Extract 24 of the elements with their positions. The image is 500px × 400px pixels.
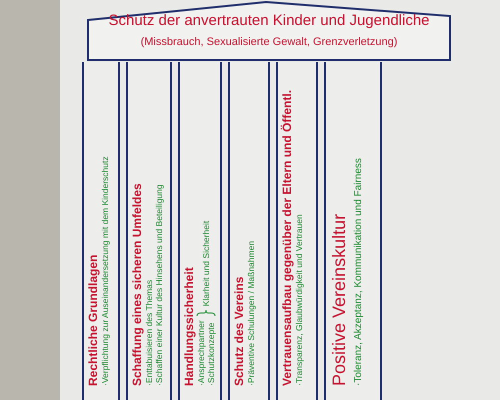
pillar-heading: Handlungssicherheit — [182, 267, 196, 386]
roof-title: Schutz der anvertrauten Kinder und Jugendliche — [107, 12, 431, 29]
pillar-heading: Schaffung eines sicheren Umfeldes — [130, 183, 144, 386]
pillar-heading: Vertrauensaufbau gegenüber der Eltern und Öffentl. — [280, 90, 294, 386]
bullet-text: Klarheit und Sicherheit — [201, 220, 211, 306]
pillar-heading: Schutz des Vereins — [232, 276, 246, 386]
bullet-text: ·Schaffen einer Kultur des Hinsehens und Beteiligung — [154, 184, 164, 386]
pillar-column — [276, 62, 318, 400]
bullet-text: ·Präventive Schulungen / Maßnahmen — [246, 240, 256, 386]
pillar-column — [324, 62, 382, 400]
bullet-text: ·Schutzkonzepte — [206, 322, 216, 386]
pillar-column — [178, 62, 222, 400]
pillar-heading: Rechtliche Grundlagen — [86, 254, 100, 386]
bullet-text: ·Verpflichtung zur Auseinandersetzung mit dem Kinderschutz — [100, 156, 110, 386]
bullet-text: ·Ansprechpartner — [196, 320, 206, 386]
roof-subtitle: (Missbrauch, Sexualisierte Gewalt, Grenzverletzung) — [140, 36, 398, 48]
bullet-text: ·Toleranz, Akzeptanz, Kommunikation und Fairness — [354, 158, 364, 386]
pillar-column — [228, 62, 270, 400]
pillar-column — [82, 62, 120, 400]
bullet-text: ·Enttabuisieren des Themas — [144, 280, 154, 386]
bullet-text: ·Transparenz, Glaubwürdigkeit und Vertrauen — [294, 214, 304, 386]
pillar-column — [126, 62, 172, 400]
roof-panel — [86, 0, 452, 62]
pillar-heading: Positive Vereinskultur — [328, 214, 350, 386]
